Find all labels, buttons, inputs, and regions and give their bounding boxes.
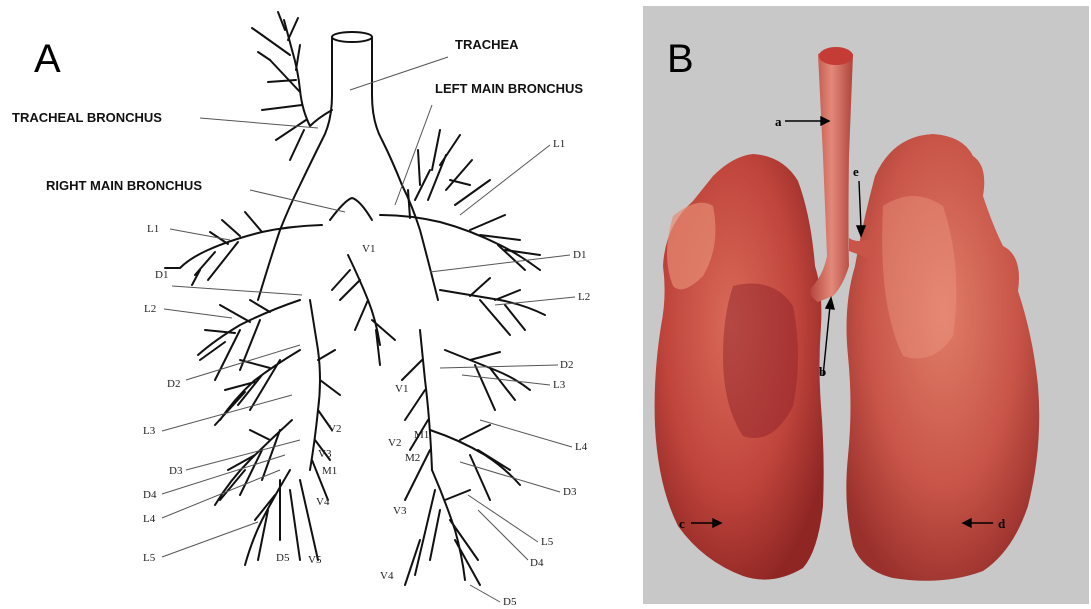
pointer-right-main-bronchus: [250, 190, 345, 212]
label-l-l4: L4: [575, 441, 588, 453]
left-lung: [846, 134, 1039, 581]
label-r-m1: M1: [322, 465, 337, 477]
label-l-d3: D3: [563, 486, 577, 498]
label-r-d5: D5: [276, 552, 290, 564]
excised-lungs-photo: B a b c d e: [643, 6, 1089, 604]
left-bronchial-tree: [332, 130, 545, 585]
label-l-d5: D5: [503, 596, 517, 608]
label-a: a: [775, 114, 782, 129]
label-l-d2: D2: [560, 359, 573, 371]
label-r-d3: D3: [169, 465, 183, 477]
label-r-v4: V4: [316, 496, 330, 508]
label-r-d2: D2: [167, 378, 180, 390]
label-r-v1: V1: [362, 243, 375, 255]
label-l-d1: D1: [573, 249, 586, 261]
bronchial-tree-illustration: A TRACHEA LEFT MAIN BRONCHUS TRACH: [0, 0, 640, 609]
label-l-m2: M2: [405, 452, 420, 464]
label-r-v2: V2: [328, 423, 341, 435]
label-r-l5: L5: [143, 552, 156, 564]
label-tracheal-bronchus: TRACHEAL BRONCHUS: [12, 110, 162, 125]
label-r-v3: V3: [318, 448, 332, 460]
label-r-l2: L2: [144, 303, 156, 315]
label-left-main-bronchus: LEFT MAIN BRONCHUS: [435, 81, 583, 96]
label-l-v1: V1: [395, 383, 408, 395]
label-right-main-bronchus: RIGHT MAIN BRONCHUS: [46, 178, 202, 193]
label-r-l3: L3: [143, 425, 156, 437]
label-b: b: [819, 364, 826, 379]
panel-b-lung-photo: B a b c d e: [643, 6, 1089, 604]
tracheal-bronchus: [252, 12, 332, 160]
label-r-d4: D4: [143, 489, 157, 501]
panel-a-bronchial-tree-drawing: A TRACHEA LEFT MAIN BRONCHUS TRACH: [0, 0, 640, 609]
right-bronchial-tree: [165, 212, 340, 565]
label-r-v5: V5: [308, 554, 322, 566]
label-l-l2: L2: [578, 291, 590, 303]
panel-b-letter: B: [667, 37, 694, 81]
label-l-l3: L3: [553, 379, 566, 391]
label-l-v2: V2: [388, 437, 401, 449]
label-r-d1: D1: [155, 269, 168, 281]
label-trachea: TRACHEA: [455, 37, 519, 52]
label-d: d: [998, 516, 1006, 531]
label-l-m1: M1: [414, 429, 429, 441]
label-r-l4: L4: [143, 513, 156, 525]
label-l-l5: L5: [541, 536, 554, 548]
label-l-v3: V3: [393, 505, 407, 517]
label-l-l1: L1: [553, 138, 565, 150]
panel-a-letter: A: [34, 37, 61, 81]
label-r-l1: L1: [147, 223, 159, 235]
pointer-trachea: [350, 57, 448, 90]
label-c: c: [679, 516, 685, 531]
label-l-d4: D4: [530, 557, 544, 569]
label-l-v4: V4: [380, 570, 394, 582]
label-e: e: [853, 164, 859, 179]
pointer-left-main-bronchus: [395, 105, 432, 205]
trachea: [258, 32, 438, 300]
